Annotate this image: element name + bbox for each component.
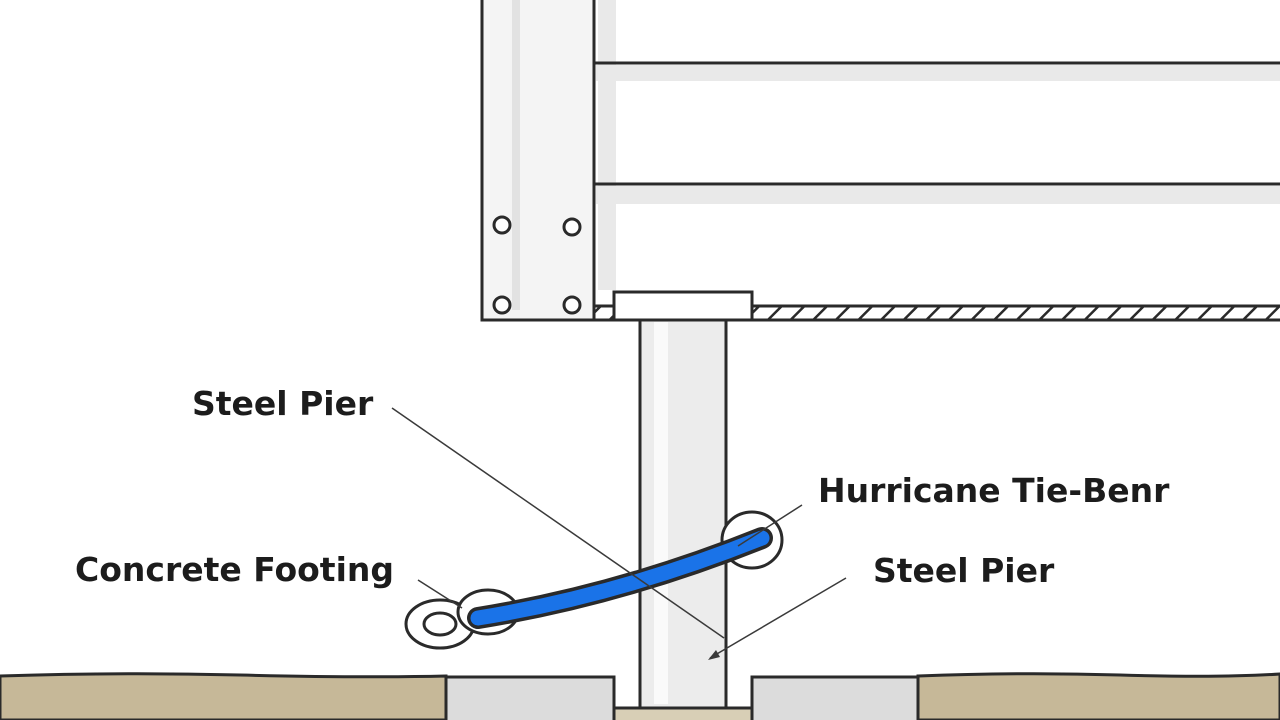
- leader-lines: [391, 407, 847, 660]
- footing-block-right: [750, 675, 920, 720]
- pier-highlight: [654, 322, 668, 704]
- hurricane-tie-strap: [404, 510, 784, 650]
- bolt-icon: [492, 295, 512, 315]
- siding-shade-2: [596, 186, 1280, 204]
- steel-pier: [612, 290, 754, 710]
- bolt-icon: [562, 295, 582, 315]
- soil-left: [0, 672, 448, 720]
- label-steel-pier-upper: Steel Pier: [192, 384, 374, 423]
- label-steel-pier-lower: Steel Pier: [873, 551, 1055, 590]
- labels: Steel Pier Hurricane Tie-Benr Concrete F…: [75, 384, 1170, 590]
- footing-block-left: [444, 675, 616, 720]
- soil-right: [916, 672, 1280, 720]
- floor-beam-hatched: [592, 304, 1280, 322]
- pier-cap-plate: [612, 290, 754, 322]
- frame-post-shadow: [512, 0, 520, 310]
- leader-concrete-footing: [417, 579, 463, 609]
- house-frame: [480, 0, 1280, 322]
- ground: [0, 672, 1280, 720]
- leader-steel-pier-upper: [391, 407, 725, 639]
- siding-shade-1: [596, 65, 1280, 81]
- frame-post-shadow-2: [598, 0, 616, 290]
- leader-arrowhead: [708, 650, 720, 660]
- bolt-icon: [492, 215, 512, 235]
- leader-steel-pier-lower: [709, 577, 847, 659]
- frame-left-post: [480, 0, 596, 322]
- leader-hurricane-tie: [737, 504, 803, 547]
- footing-base-plate: [612, 706, 754, 720]
- strap-band: [470, 530, 770, 626]
- label-concrete-footing: Concrete Footing: [75, 550, 394, 589]
- label-hurricane-tie: Hurricane Tie-Benr: [818, 471, 1170, 510]
- bolt-icon: [562, 217, 582, 237]
- concrete-footing: [444, 675, 920, 720]
- strap-anchor-ring-left-inner: [422, 611, 458, 637]
- pier-column: [638, 316, 728, 710]
